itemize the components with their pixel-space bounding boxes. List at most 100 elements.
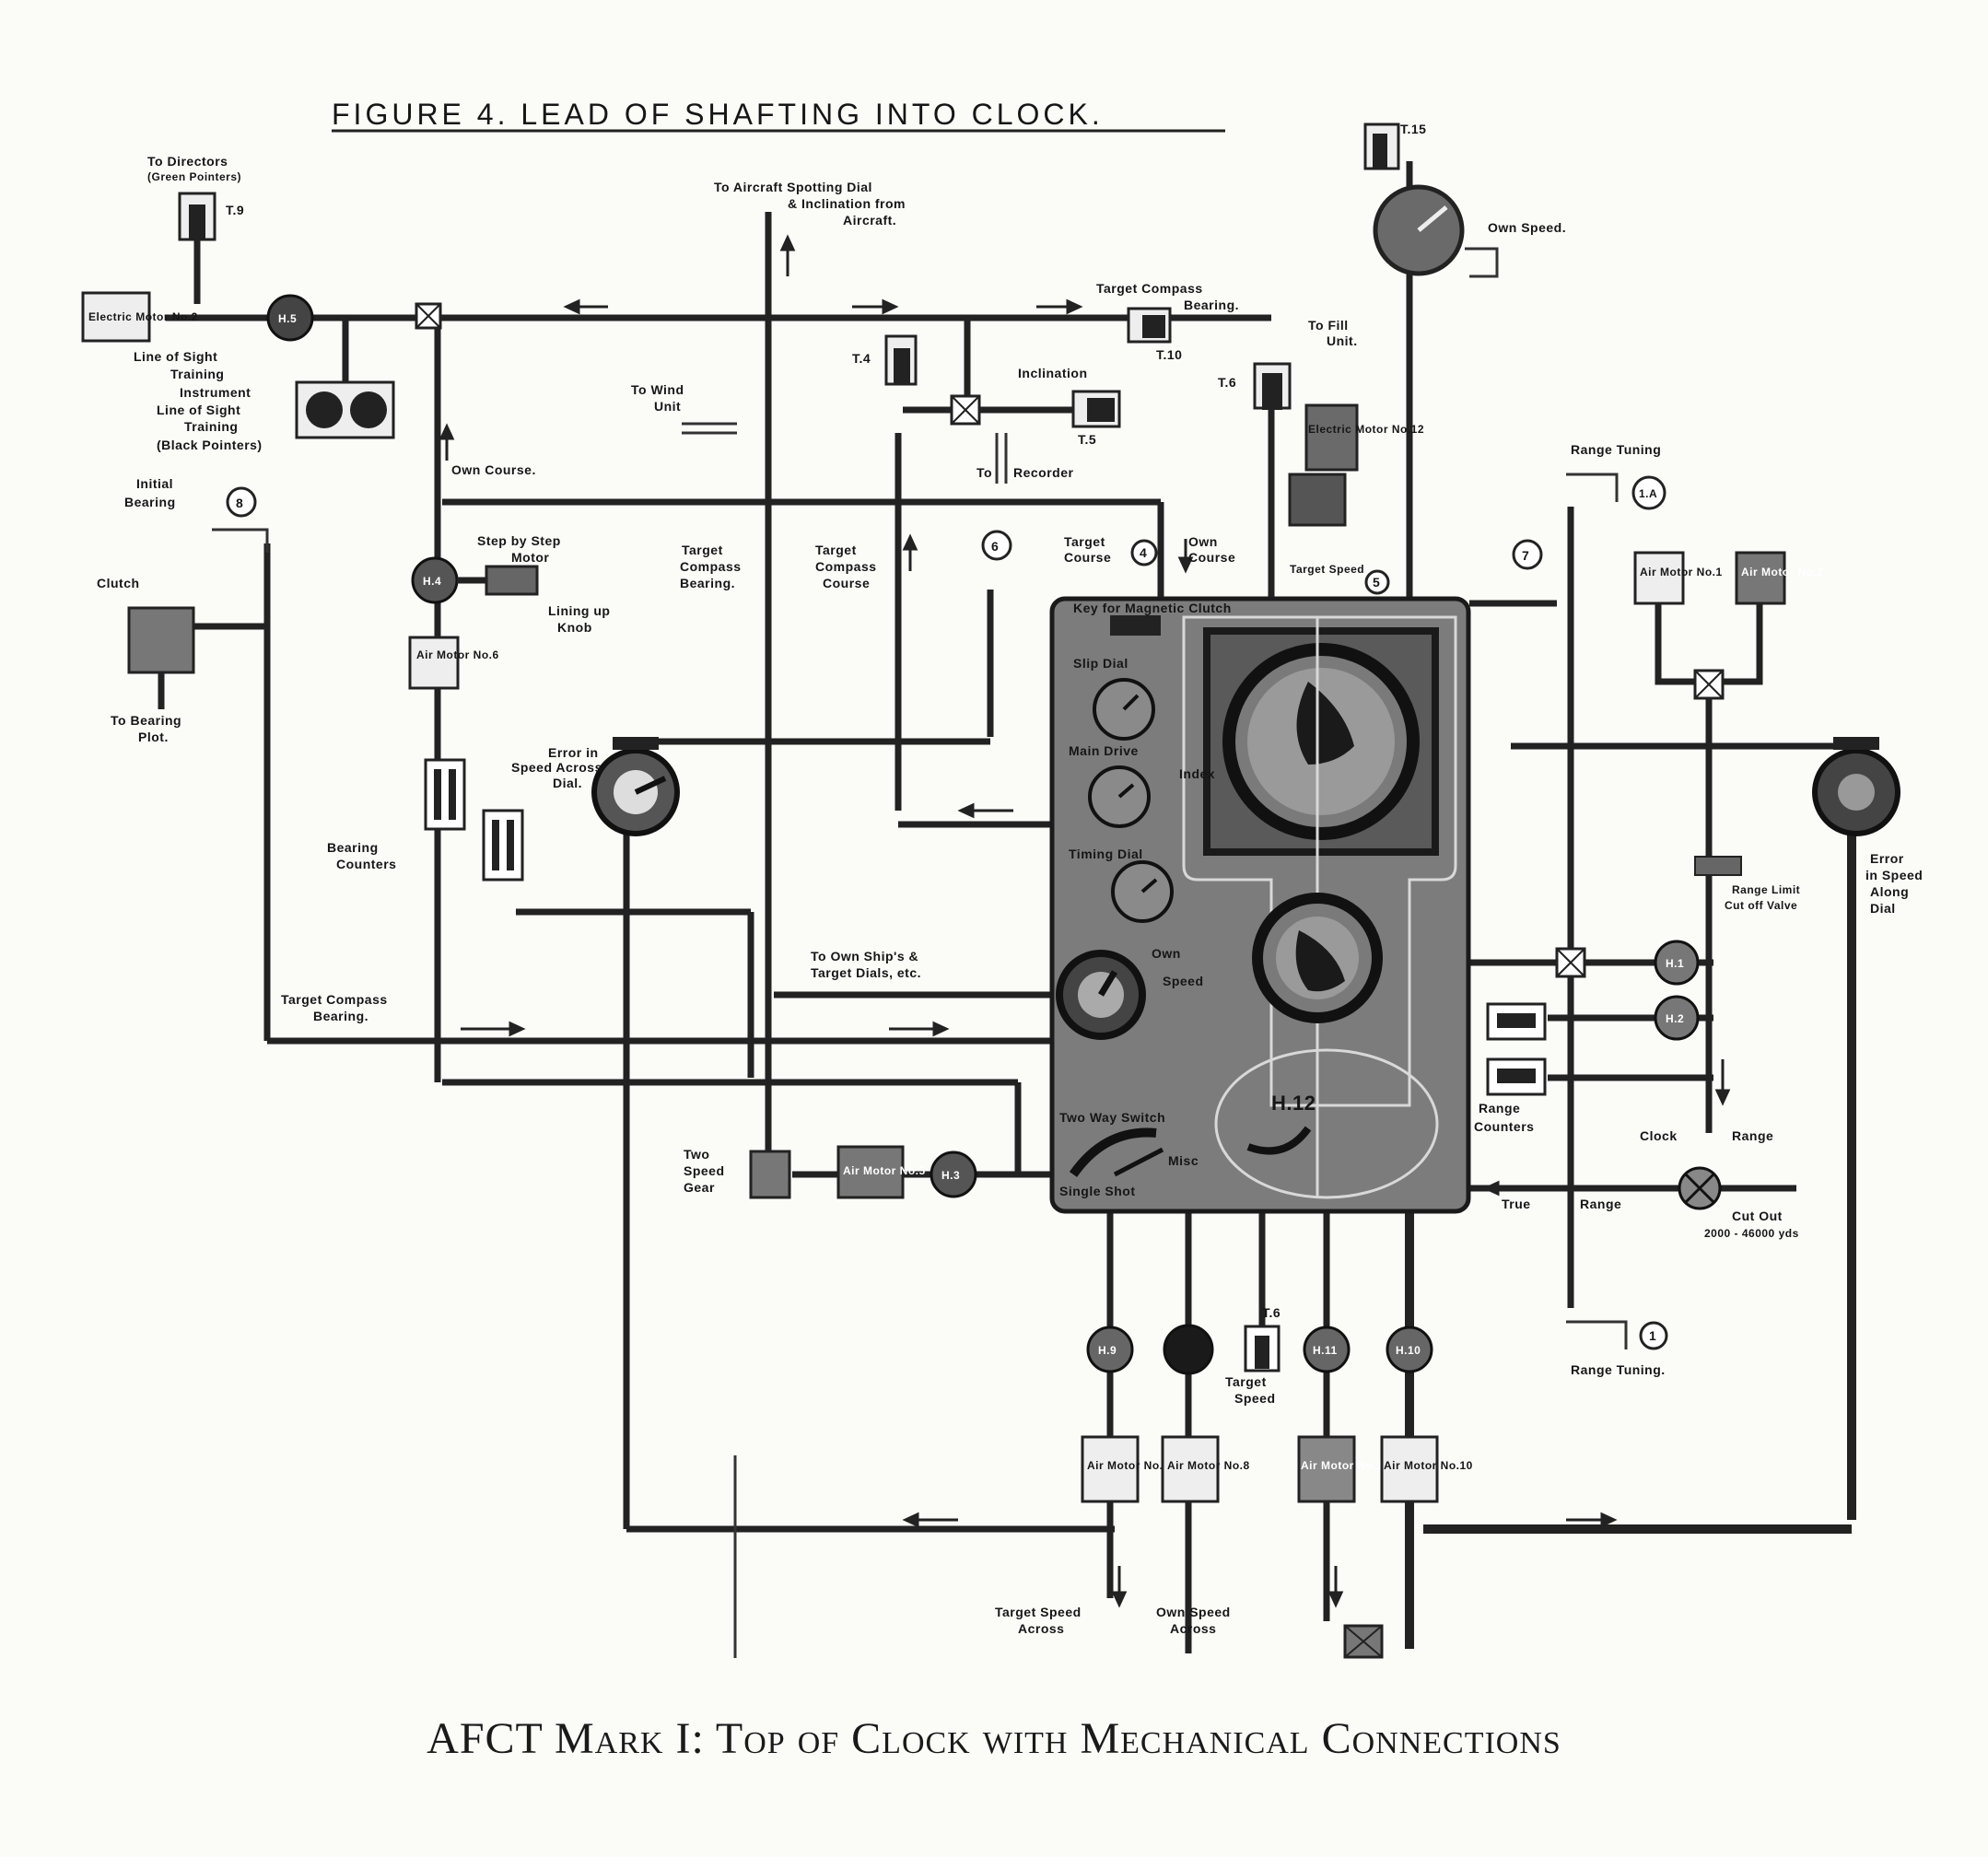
hydraulic-h3-right: [1654, 940, 1700, 986]
svg-text:Own Course.: Own Course.: [451, 462, 536, 477]
svg-text:Speed: Speed: [684, 1163, 725, 1178]
svg-text:T.9: T.9: [226, 203, 244, 217]
svg-text:Speed: Speed: [1234, 1391, 1276, 1406]
circle-1: [1639, 1321, 1668, 1350]
svg-text:6: 6: [991, 539, 999, 554]
svg-text:Two: Two: [684, 1147, 709, 1162]
svg-text:Plot.: Plot.: [138, 730, 169, 744]
svg-text:Range: Range: [1479, 1101, 1520, 1115]
svg-text:Training: Training: [184, 419, 238, 434]
svg-text:Inclination: Inclination: [1018, 366, 1088, 380]
circle-8: [226, 486, 257, 518]
electric-motor-no12: [1304, 403, 1359, 472]
svg-text:Electric Motor No.12: Electric Motor No.12: [1308, 423, 1424, 436]
svg-text:Bearing: Bearing: [124, 495, 176, 509]
svg-text:H.4: H.4: [423, 575, 441, 588]
clutch-unit: [127, 606, 195, 674]
svg-text:T.6: T.6: [1218, 375, 1236, 390]
svg-text:Slip Dial: Slip Dial: [1073, 656, 1128, 671]
svg-text:Air Motor No.9: Air Motor No.9: [1087, 1459, 1170, 1472]
svg-text:Unit: Unit: [654, 399, 681, 414]
svg-text:To Wind: To Wind: [631, 382, 684, 397]
air-motor-no10: [1380, 1435, 1439, 1503]
svg-text:Range Tuning: Range Tuning: [1571, 442, 1661, 457]
svg-text:Dial.: Dial.: [553, 776, 582, 790]
electric-motor-no2-label: Electric Motor No.2: [88, 310, 198, 323]
svg-text:Motor: Motor: [511, 550, 549, 565]
hydraulic-h9: [1086, 1326, 1134, 1373]
svg-text:Instrument: Instrument: [180, 385, 251, 400]
svg-text:T.5: T.5: [1078, 432, 1096, 447]
svg-text:Across: Across: [1170, 1621, 1216, 1636]
svg-text:Target: Target: [815, 543, 857, 557]
hydraulic-h2: [1654, 995, 1700, 1041]
svg-text:Own Speed.: Own Speed.: [1488, 220, 1566, 235]
svg-text:Air Motor No.1: Air Motor No.1: [1640, 566, 1723, 578]
svg-text:Target: Target: [1225, 1374, 1267, 1389]
svg-text:Target Compass: Target Compass: [281, 992, 388, 1007]
svg-text:Line of Sight: Line of Sight: [134, 349, 217, 364]
svg-text:True: True: [1502, 1197, 1531, 1211]
key-magnetic-clutch-box: [1110, 615, 1161, 636]
hydraulic-h8: [1163, 1324, 1214, 1375]
svg-text:Own: Own: [1152, 946, 1181, 961]
air-motor-no8: [1161, 1435, 1220, 1503]
svg-text:Cut off Valve: Cut off Valve: [1725, 899, 1797, 912]
circle-7: [1512, 539, 1543, 570]
svg-text:To Directors: To Directors: [147, 154, 228, 169]
svg-text:Target Compass: Target Compass: [1096, 281, 1203, 296]
two-speed-gear: [749, 1150, 791, 1199]
svg-text:Error in: Error in: [548, 745, 599, 760]
svg-text:T.4: T.4: [852, 351, 871, 366]
svg-text:Own Speed: Own Speed: [1156, 1605, 1231, 1619]
svg-text:Clutch: Clutch: [97, 576, 140, 590]
svg-text:Target Speed: Target Speed: [1290, 563, 1364, 576]
svg-text:Compass: Compass: [815, 559, 877, 574]
svg-text:Range Tuning.: Range Tuning.: [1571, 1362, 1666, 1377]
hydraulic-h11: [1303, 1326, 1351, 1373]
svg-text:in Speed: in Speed: [1865, 868, 1923, 882]
svg-text:Speed: Speed: [1163, 974, 1204, 988]
svg-text:Counters: Counters: [336, 857, 396, 871]
svg-text:Air Motor No.11: Air Motor No.11: [1301, 1459, 1389, 1472]
svg-text:4: 4: [1140, 545, 1147, 560]
svg-text:To Aircraft Spotting Dial: To Aircraft Spotting Dial: [714, 180, 872, 194]
svg-text:Target Speed: Target Speed: [995, 1605, 1082, 1619]
svg-text:Error: Error: [1870, 851, 1904, 866]
svg-text:H.9: H.9: [1098, 1344, 1117, 1357]
svg-text:To: To: [976, 465, 992, 480]
svg-text:Key for Magnetic Clutch: Key for Magnetic Clutch: [1073, 601, 1232, 615]
svg-text:To Fill: To Fill: [1308, 318, 1349, 333]
svg-text:Timing Dial: Timing Dial: [1069, 847, 1143, 861]
svg-text:Aircraft.: Aircraft.: [843, 213, 896, 228]
svg-text:& Inclination from: & Inclination from: [788, 196, 906, 211]
air-motor-no9: [1081, 1435, 1140, 1503]
svg-text:Target Dials, etc.: Target Dials, etc.: [811, 965, 921, 980]
svg-text:Air Motor No.10: Air Motor No.10: [1384, 1459, 1473, 1472]
svg-text:Dial: Dial: [1870, 901, 1896, 916]
two-way-switch: [1069, 1127, 1157, 1177]
svg-text:(Green Pointers): (Green Pointers): [147, 170, 241, 183]
svg-text:Course: Course: [1064, 550, 1111, 565]
bearing-counter-1: [424, 758, 466, 831]
air-motor-no6: [408, 636, 460, 690]
diagram-labels: To Directors (Green Pointers) T.9 T.15 O…: [97, 122, 1923, 1636]
svg-text:Lining up: Lining up: [548, 603, 610, 618]
svg-text:Across: Across: [1018, 1621, 1064, 1636]
circle-5: [1364, 569, 1390, 595]
svg-text:Air Motor No.2: Air Motor No.2: [1741, 566, 1824, 578]
svg-text:Course: Course: [1188, 550, 1235, 565]
hydraulic-h3-left: [930, 1150, 977, 1198]
hydraulic-h10: [1386, 1326, 1433, 1373]
svg-text:Target: Target: [682, 543, 723, 557]
hydraulic-h5: [266, 294, 314, 342]
air-motor-no1: [1633, 551, 1685, 605]
h12-label: H.12: [1271, 1092, 1316, 1115]
svg-text:Compass: Compass: [680, 559, 742, 574]
svg-text:Index: Index: [1179, 766, 1215, 781]
svg-text:8: 8: [236, 496, 243, 510]
svg-text:Course: Course: [823, 576, 870, 590]
flow-arrows: [439, 234, 1731, 1608]
svg-text:Along: Along: [1870, 884, 1909, 899]
